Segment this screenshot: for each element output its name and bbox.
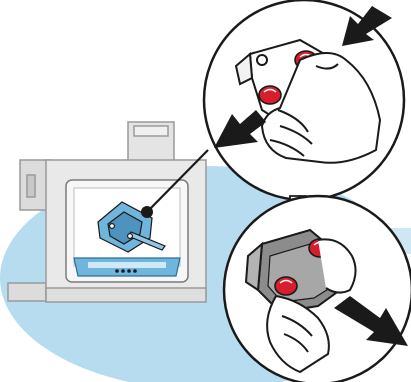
zoom-circle-pull — [224, 196, 411, 382]
control-panel — [74, 258, 180, 276]
printer-left-foot — [8, 283, 46, 301]
release-tab-left — [275, 277, 297, 295]
release-tab-lower — [259, 86, 281, 104]
printer-top-lid — [134, 126, 168, 136]
printer-base — [46, 288, 206, 302]
printer-side-slot — [27, 175, 35, 197]
zoom-circle-press — [204, 0, 404, 200]
